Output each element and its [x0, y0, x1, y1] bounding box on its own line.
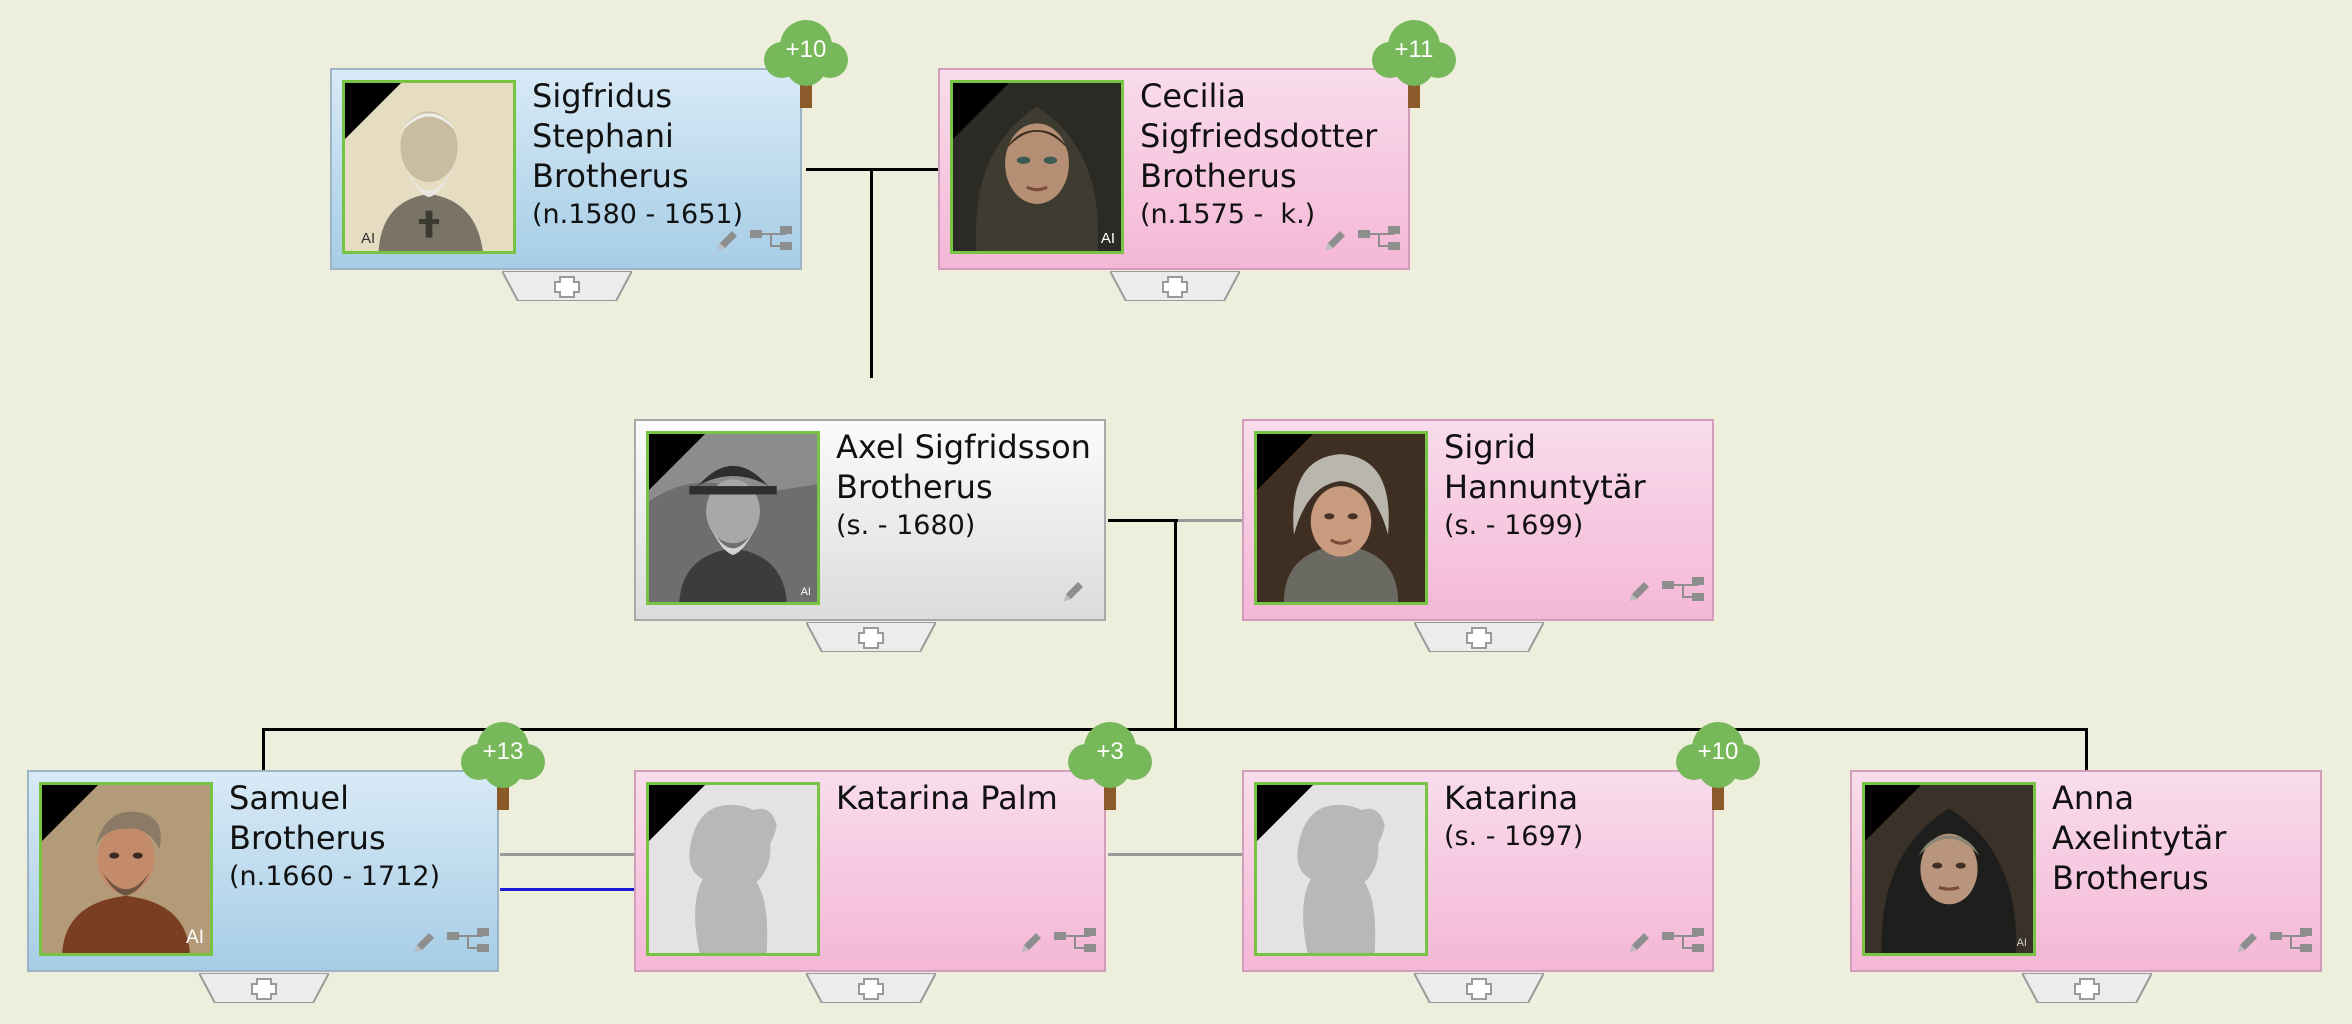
person-card-cecilia[interactable]: AI Cecilia Sigfriedsdotter Brotherus (n.… [938, 68, 1410, 270]
add-relative-button[interactable] [1414, 973, 1544, 1003]
person-photo[interactable]: AI [342, 80, 516, 254]
connector-line [262, 728, 265, 772]
add-relative-button[interactable] [2022, 973, 2152, 1003]
person-card-anna[interactable]: AI Anna Axelintytär Brotherus [1850, 770, 2322, 972]
person-dates: (s. - 1697) [1444, 821, 1584, 852]
ai-label: AI [1100, 230, 1115, 247]
family-tree-icon[interactable] [1358, 224, 1402, 254]
person-photo[interactable]: AI [646, 431, 820, 605]
family-tree-icon[interactable] [1662, 575, 1706, 605]
person-dates: (s. - 1680) [836, 510, 976, 541]
person-name: Katarina Palm [836, 779, 1058, 817]
person-photo[interactable]: AI [1862, 782, 2036, 956]
add-relative-button[interactable] [806, 973, 936, 1003]
descendants-tree-badge[interactable]: +10 [1670, 718, 1766, 814]
person-card-axel[interactable]: AI Axel Sigfridsson Brotherus (s. - 1680… [634, 419, 1106, 621]
connector-line [2085, 728, 2088, 772]
edit-icon[interactable] [411, 930, 437, 956]
person-name: Sigrid Hannuntytär [1444, 428, 1646, 506]
descendants-tree-badge[interactable]: +3 [1062, 718, 1158, 814]
person-name: Axel Sigfridsson Brotherus [836, 428, 1091, 506]
deceased-mark-icon [1865, 785, 1921, 841]
spouse-line [1108, 853, 1244, 856]
deceased-mark-icon [649, 434, 705, 490]
edit-icon[interactable] [2234, 930, 2260, 956]
connector-line [262, 728, 2088, 731]
descendants-count: +11 [1394, 36, 1434, 63]
add-relative-button[interactable] [1110, 271, 1240, 301]
connector-line [1108, 519, 1178, 522]
person-card-samuel[interactable]: AI Samuel Brotherus (n.1660 - 1712) [27, 770, 499, 972]
person-name: Cecilia Sigfriedsdotter Brotherus [1140, 77, 1378, 195]
person-name: Sigfridus Stephani Brotherus [532, 77, 689, 195]
person-dates: (s. - 1699) [1444, 510, 1584, 541]
descendants-count: +10 [1697, 738, 1739, 765]
descendants-count: +3 [1096, 738, 1124, 765]
edit-icon[interactable] [1060, 579, 1086, 605]
descendants-tree-badge[interactable]: +13 [455, 718, 551, 814]
ai-label: AI [186, 927, 204, 948]
person-dates: (n.1575 - k.) [1140, 199, 1316, 230]
edit-icon[interactable] [1322, 228, 1348, 254]
descendants-count: +13 [482, 738, 524, 765]
edit-icon[interactable] [1018, 930, 1044, 956]
person-photo[interactable] [646, 782, 820, 956]
edit-icon[interactable] [1626, 579, 1652, 605]
person-dates: (n.1580 - 1651) [532, 199, 744, 230]
person-dates: (n.1660 - 1712) [229, 861, 441, 892]
descendants-tree-badge[interactable]: +10 [758, 16, 854, 112]
family-tree-icon[interactable] [1662, 926, 1706, 956]
person-photo[interactable]: AI [950, 80, 1124, 254]
family-tree-icon[interactable] [750, 224, 794, 254]
family-tree-icon[interactable] [2270, 926, 2314, 956]
person-card-katarina[interactable]: Katarina (s. - 1697) [1242, 770, 1714, 972]
connector-line [1174, 519, 1177, 730]
spouse-line [500, 853, 636, 856]
descendants-count: +10 [785, 36, 827, 63]
ai-label: AI [800, 586, 811, 598]
connector-line [1178, 519, 1244, 522]
descendants-tree-badge[interactable]: +11 [1366, 16, 1462, 112]
add-relative-button[interactable] [1414, 622, 1544, 652]
person-card-sigfridus[interactable]: AI Sigfridus Stephani Brotherus (n.1580 … [330, 68, 802, 270]
deceased-mark-icon [1257, 785, 1313, 841]
add-relative-button[interactable] [502, 271, 632, 301]
add-relative-button[interactable] [199, 973, 329, 1003]
person-photo[interactable] [1254, 782, 1428, 956]
spouse-line [500, 888, 636, 891]
edit-icon[interactable] [1626, 930, 1652, 956]
edit-icon[interactable] [714, 228, 740, 254]
person-name: Samuel Brotherus [229, 779, 386, 857]
connector-line [870, 168, 873, 378]
deceased-mark-icon [953, 83, 1009, 139]
deceased-mark-icon [345, 83, 401, 139]
deceased-mark-icon [1257, 434, 1313, 490]
deceased-mark-icon [649, 785, 705, 841]
person-name: Anna Axelintytär Brotherus [2052, 779, 2227, 897]
person-photo[interactable] [1254, 431, 1428, 605]
ai-label: AI [361, 230, 376, 247]
person-photo[interactable]: AI [39, 782, 213, 956]
connector-line [806, 168, 940, 171]
person-name: Katarina [1444, 779, 1579, 817]
ai-label: AI [2016, 937, 2027, 949]
add-relative-button[interactable] [806, 622, 936, 652]
person-card-sigrid[interactable]: Sigrid Hannuntytär (s. - 1699) [1242, 419, 1714, 621]
family-tree-icon[interactable] [1054, 926, 1098, 956]
person-card-katarina-palm[interactable]: Katarina Palm [634, 770, 1106, 972]
deceased-mark-icon [42, 785, 98, 841]
family-tree-icon[interactable] [447, 926, 491, 956]
